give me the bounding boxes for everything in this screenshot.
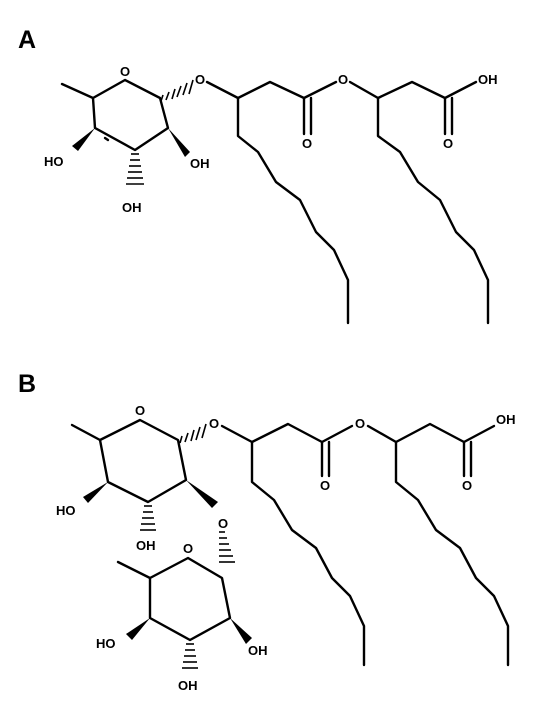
atom-labels-b: O O O O O OH HO OH O O HO OH OH — [56, 403, 516, 693]
hydroxyl-c4-b2: HO — [96, 636, 116, 651]
ester-oxygen-a: O — [338, 72, 348, 87]
lipid-chains-a — [205, 80, 490, 325]
hydroxyl-c4-b1: HO — [56, 503, 76, 518]
hashed-bond-b2-c3 — [182, 643, 198, 669]
hashed-bond-b1-anomeric — [179, 423, 207, 444]
hashed-bond-b2-anomeric — [219, 531, 235, 563]
panel-b: B — [18, 370, 516, 693]
carbonyl-oxygen-b2: O — [462, 478, 472, 493]
ester-oxygen-b: O — [355, 416, 365, 431]
ring-oxygen-b1: O — [135, 403, 145, 418]
panel-a: A — [18, 26, 498, 325]
hydroxyl-c2-b2: OH — [248, 643, 268, 658]
hashed-bond-a-anomeric — [160, 79, 194, 102]
hydroxyl-c3-b1: OH — [136, 538, 156, 553]
carbonyl-oxygen-b1: O — [320, 478, 330, 493]
rhamnose-ring-a — [60, 78, 194, 185]
rhamnose-ring-b1 — [70, 418, 218, 531]
rhamnose-ring-b2 — [116, 531, 252, 669]
hydroxyl-c4-a: HO — [44, 154, 64, 169]
hashed-bond-a-c3 — [126, 153, 144, 185]
ring-oxygen-a: O — [120, 64, 130, 79]
carbonyl-oxygen-a2: O — [443, 136, 453, 151]
ring-oxygen-b2: O — [183, 541, 193, 556]
lipid-chains-b — [220, 422, 510, 667]
glycosidic-oxygen-a: O — [195, 72, 205, 87]
hashed-bond-b1-c3 — [140, 505, 156, 531]
hydroxyl-c3-b2: OH — [178, 678, 198, 693]
acid-hydroxyl-a: OH — [478, 72, 498, 87]
panel-label-b: B — [18, 370, 36, 398]
hydroxyl-c3-a: OH — [122, 200, 142, 215]
hydroxyl-c2-a: OH — [190, 156, 210, 171]
panel-label-a: A — [18, 26, 36, 54]
atom-labels-a: O O O O O OH HO OH OH — [44, 64, 498, 215]
carbonyl-oxygen-a1: O — [302, 136, 312, 151]
acid-hydroxyl-b: OH — [496, 412, 516, 427]
linking-oxygen-b: O — [218, 516, 228, 531]
glycosidic-oxygen-b: O — [209, 416, 219, 431]
